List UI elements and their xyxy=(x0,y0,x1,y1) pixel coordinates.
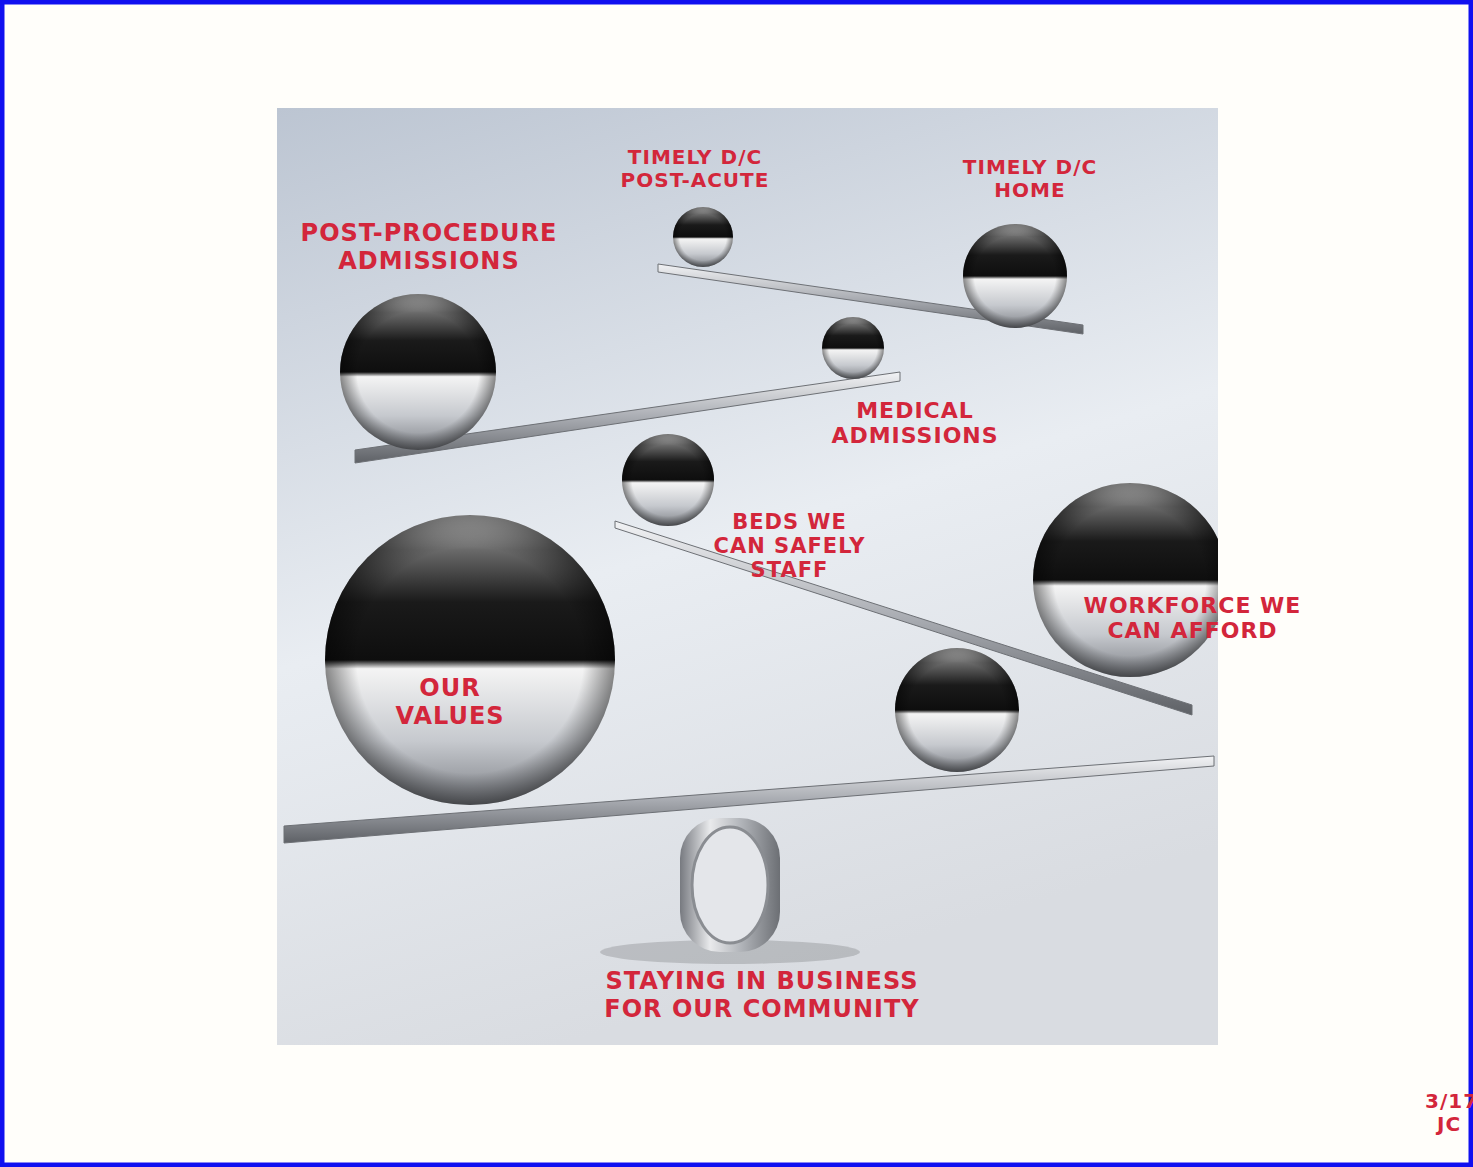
handwritten-label: TIMELY D/C HOME xyxy=(955,156,1105,202)
chrome-ball xyxy=(673,207,733,267)
handwritten-label: STAYING IN BUSINESS FOR OUR COMMUNITY xyxy=(572,968,952,1023)
handwritten-label: TIMELY D/C POST-ACUTE xyxy=(605,146,785,192)
handwritten-label: 3/17 JC xyxy=(1425,1090,1473,1136)
chrome-ball xyxy=(963,224,1067,328)
chrome-ball-node: OUR VALUES xyxy=(325,515,615,805)
chrome-ball xyxy=(895,648,1019,772)
handwritten-label: POST-PROCEDURE ADMISSIONS xyxy=(284,220,574,275)
chrome-ball xyxy=(1033,483,1218,677)
handwritten-label: OUR VALUES xyxy=(385,675,515,730)
chrome-ball xyxy=(822,317,884,379)
handwritten-label: BEDS WE CAN SAFELY STAFF xyxy=(712,510,867,582)
handwritten-label: WORKFORCE WE CAN AFFORD xyxy=(1080,593,1305,644)
chrome-ball-node: WORKFORCE WE CAN AFFORD xyxy=(1033,483,1218,677)
chrome-ball xyxy=(622,434,714,526)
chrome-ball xyxy=(325,515,615,805)
chrome-ball xyxy=(340,294,496,450)
handwritten-label: MEDICAL ADMISSIONS xyxy=(805,398,1025,449)
ring-base xyxy=(680,818,780,952)
